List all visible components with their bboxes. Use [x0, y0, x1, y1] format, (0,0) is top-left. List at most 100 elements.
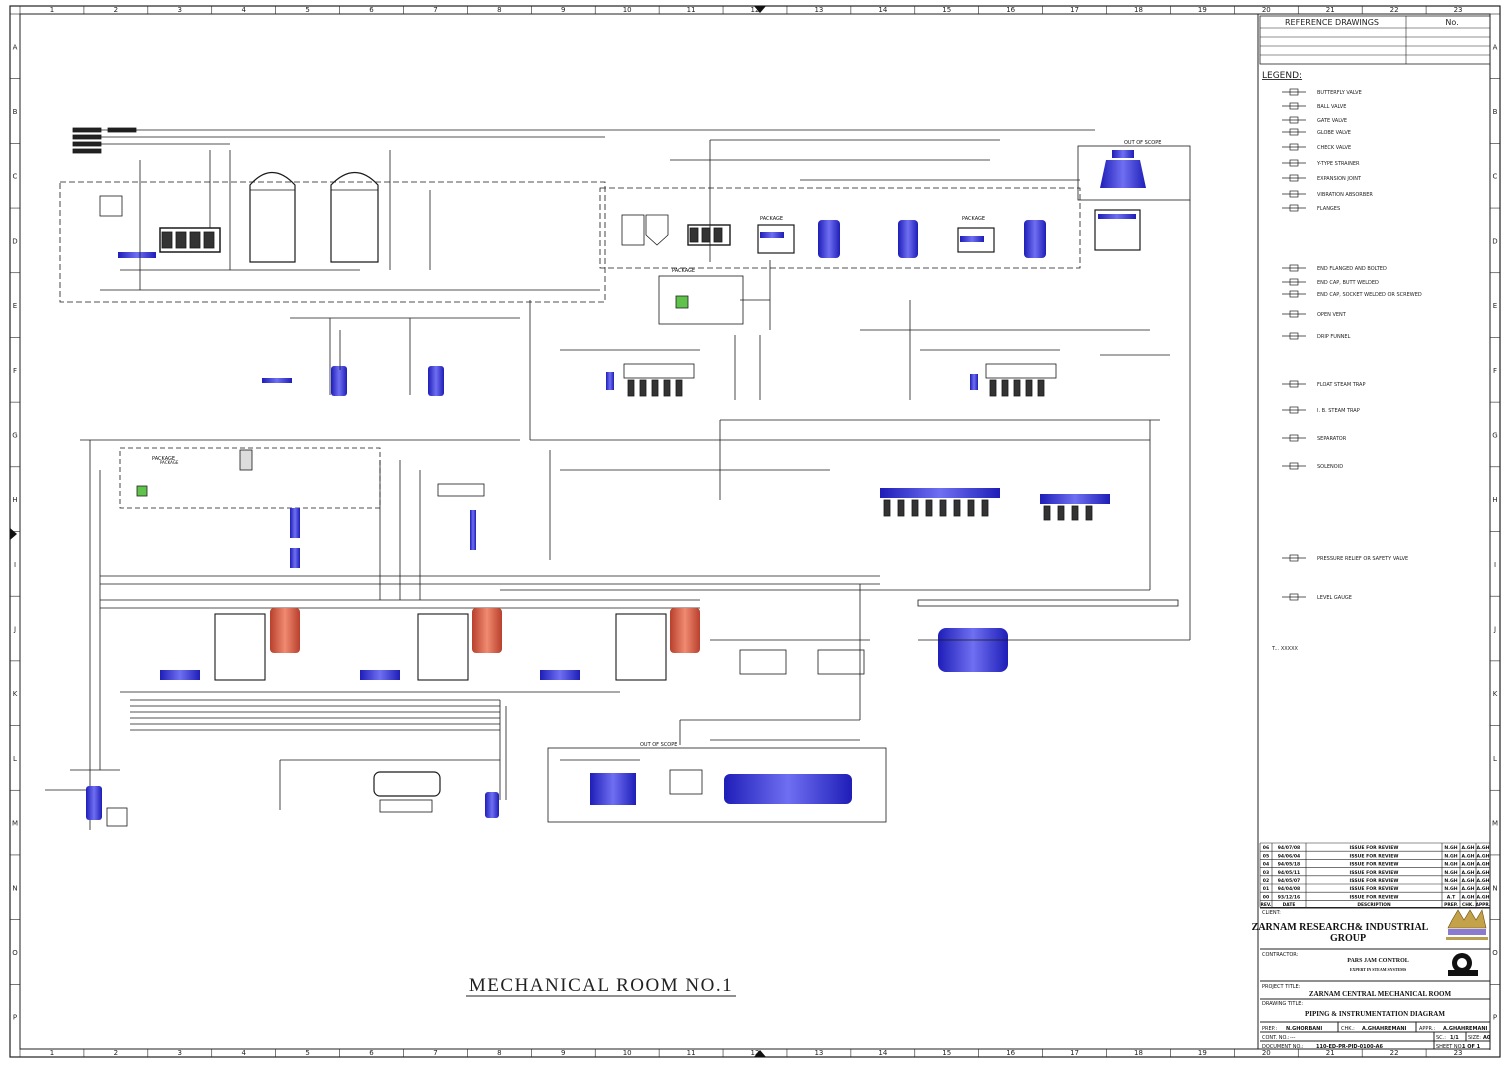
grid-row-label: C	[1493, 173, 1498, 181]
revision-cell: 94/07/08	[1278, 845, 1301, 851]
revision-cell: A.GH	[1476, 894, 1489, 900]
revision-cell: 02	[1263, 878, 1269, 884]
grid-column-label: 13	[814, 6, 823, 14]
revision-header: REV.	[1261, 902, 1272, 908]
grid-column-label: 20	[1262, 1049, 1271, 1057]
package-label-4: PACKAGE	[962, 216, 985, 222]
revision-header: PREP.	[1444, 902, 1458, 908]
grid-column-label: 1	[50, 6, 54, 14]
grid-row-label: L	[1493, 755, 1497, 763]
grid-column-label: 20	[1262, 6, 1271, 14]
flanges-icon	[1282, 204, 1306, 212]
grid-row-label: P	[1493, 1014, 1497, 1022]
grid-row-label: D	[1492, 237, 1497, 245]
drawing-title-block: PIPING & INSTRUMENTATION DIAGRAM	[1305, 1010, 1445, 1018]
revision-cell: 94/05/07	[1278, 878, 1301, 884]
revision-cell: A.GH	[1476, 853, 1489, 859]
doc-value: 110-ED-PR-PID-0100-A6	[1316, 1044, 1384, 1050]
grid-row-label: F	[1493, 367, 1497, 375]
grid-column-label: 14	[878, 1049, 887, 1057]
sc-label: SC.:	[1436, 1035, 1446, 1041]
legend-item-label: FLANGES	[1317, 206, 1340, 212]
revision-cell: A.GH	[1461, 853, 1474, 859]
grid-column-label: 2	[114, 1049, 118, 1057]
grid-row-label: E	[13, 302, 17, 310]
client-name-line2: GROUP	[1330, 933, 1366, 944]
revision-header: CHK.	[1462, 902, 1474, 908]
check-valve-icon	[1282, 143, 1306, 151]
revision-cell: N.GH	[1444, 845, 1457, 851]
project-label: PROJECT TITLE:	[1262, 984, 1301, 990]
contractor-label: CONTRACTOR:	[1262, 952, 1299, 958]
grid-column-label: 5	[305, 6, 309, 14]
grid-row-label: G	[12, 431, 17, 439]
appr-label: APPR.:	[1419, 1026, 1435, 1032]
revision-header: DESCRIPTION	[1357, 902, 1391, 908]
revision-cell: A.GH	[1461, 878, 1474, 884]
grid-row-label: D	[12, 237, 17, 245]
end-cap-butt-icon	[1282, 278, 1306, 286]
revision-cell: 01	[1263, 886, 1269, 892]
out-of-scope-label-2: OUT OF SCOPE	[640, 742, 677, 748]
safety-valve-icon	[1282, 554, 1306, 562]
ball-valve-icon	[1282, 102, 1306, 110]
legend-item-label: GATE VALVE	[1317, 118, 1347, 124]
sc-value: 1/1	[1450, 1035, 1459, 1041]
globe-valve-icon	[1282, 128, 1306, 136]
right-panel: REFERENCE DRAWINGS No. LEGEND: BUTTERFLY…	[1252, 14, 1491, 1050]
inner-frame	[19, 13, 1491, 1050]
grid-column-label: 9	[561, 1049, 565, 1057]
revision-cell: N.GH	[1444, 886, 1457, 892]
revision-cell: ISSUE FOR REVIEW	[1350, 853, 1399, 859]
legend-item-label: SOLENOID	[1317, 464, 1343, 470]
vibration-absorber-icon	[1282, 190, 1306, 198]
grid-row-label: J	[13, 626, 16, 634]
revision-cell: A.GH	[1461, 886, 1474, 892]
revision-cell: 93/12/16	[1278, 894, 1301, 900]
revision-cell: N.GH	[1444, 862, 1457, 868]
end-cap-socket-icon	[1282, 290, 1306, 298]
legend-item-label: CHECK VALVE	[1317, 145, 1351, 151]
package-label-3: PACKAGE	[760, 216, 783, 222]
strainer-icon	[1282, 159, 1306, 167]
revision-cell: A.GH	[1461, 862, 1474, 868]
legend-item-label: BALL VALVE	[1317, 104, 1346, 110]
legend-title: LEGEND:	[1262, 71, 1302, 81]
client-name-line1: ZARNAM RESEARCH& INDUSTRIAL	[1252, 922, 1429, 933]
grid-column-label: 2	[114, 6, 118, 14]
grid-column-label: 11	[687, 1049, 696, 1057]
grid-column-label: 9	[561, 6, 565, 14]
grid-row-label: A	[13, 43, 18, 51]
cont-value: ---	[1290, 1035, 1296, 1041]
out-of-scope-label-1: OUT OF SCOPE	[1124, 140, 1161, 146]
legend-item-label: END CAP, SOCKET WELDED OR SCREWED	[1317, 292, 1422, 298]
grid-row-label: N	[1492, 884, 1497, 892]
reference-no-header: No.	[1445, 18, 1458, 27]
ib-steam-trap-icon	[1282, 406, 1306, 414]
revision-cell: 00	[1263, 894, 1269, 900]
solenoid-icon	[1282, 462, 1306, 470]
grid-column-label: 21	[1326, 1049, 1335, 1057]
legend-item-label: BUTTERFLY VALVE	[1317, 90, 1362, 96]
revision-header: DATE	[1283, 902, 1296, 908]
diagram-labels: PACKAGE PACKAGE PACKAGE PACKAGE PACKAGE …	[152, 140, 1161, 748]
grid-row-label: M	[12, 820, 18, 828]
title-block: CLIENT: ZARNAM RESEARCH& INDUSTRIAL GROU…	[1252, 907, 1491, 1050]
doc-label: DOCUMENT NO.:	[1262, 1044, 1304, 1050]
grid-column-label: 7	[433, 6, 437, 14]
mid-manifolds	[262, 300, 1170, 441]
level-gauge-icon	[1282, 593, 1306, 601]
prep-label: PREP.:	[1262, 1026, 1277, 1032]
revision-cell: 94/04/08	[1278, 886, 1301, 892]
drawing-title: MECHANICAL ROOM NO.1	[469, 975, 733, 996]
revision-cell: A.T	[1447, 894, 1456, 900]
piping-diagram	[45, 20, 1491, 1050]
chk-value: A.GHAHREMANI	[1362, 1026, 1407, 1032]
grid-column-label: 15	[942, 6, 951, 14]
package-label-1: PACKAGE	[152, 456, 175, 462]
